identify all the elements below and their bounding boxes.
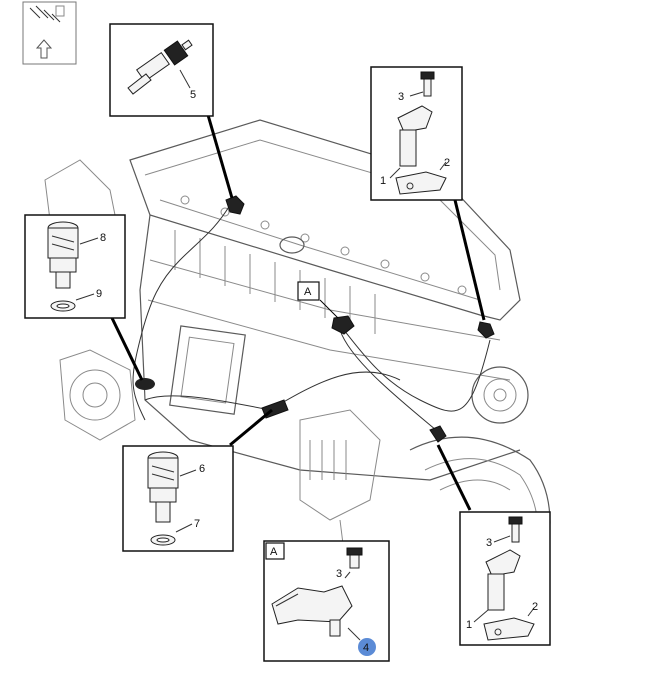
detail-box-sensor-8-9[interactable]: 8 9 <box>24 214 126 319</box>
detail-box-sensor-6-7[interactable]: 6 7 <box>122 445 234 552</box>
detail-box-sensor-5[interactable]: 5 <box>109 23 214 117</box>
pressure-sensor-location[interactable] <box>331 315 355 335</box>
up-arrow-icon[interactable] <box>35 39 53 59</box>
reference-a-detail: A <box>270 546 278 558</box>
label-6: 6 <box>199 463 205 475</box>
label-1-top: 1 <box>380 175 386 187</box>
label-3-bottom: 3 <box>486 537 492 549</box>
svg-text:A: A <box>304 286 312 298</box>
reference-a-engine[interactable]: A <box>297 281 320 301</box>
detail-box-sensor-1-2-3-bottom[interactable]: 3 1 2 <box>459 511 551 646</box>
nav-thumbnail[interactable] <box>22 1 77 65</box>
label-3-top: 3 <box>398 91 404 103</box>
leader-lines <box>110 114 486 511</box>
coolant-sensor-location[interactable] <box>225 195 245 215</box>
detail-box-sensor-3-4[interactable]: A 3 4 <box>263 540 390 662</box>
label-1-bottom: 1 <box>466 619 472 631</box>
label-4: 4 <box>363 642 369 654</box>
label-9: 9 <box>96 288 102 300</box>
camshaft-sensor-location[interactable] <box>477 321 495 339</box>
oil-sensor-location[interactable] <box>135 378 155 390</box>
engine-drawing <box>44 119 551 581</box>
crankshaft-sensor-location[interactable] <box>429 425 447 443</box>
label-7: 7 <box>194 518 200 530</box>
label-3-detail-a: 3 <box>336 568 342 580</box>
label-8: 8 <box>100 232 106 244</box>
callout-4-highlight[interactable] <box>358 638 376 656</box>
label-2-top: 2 <box>444 157 450 169</box>
detail-box-sensor-1-2-3-top[interactable]: 3 1 2 <box>370 66 463 201</box>
label-5: 5 <box>190 89 196 101</box>
label-2-bottom: 2 <box>532 601 538 613</box>
